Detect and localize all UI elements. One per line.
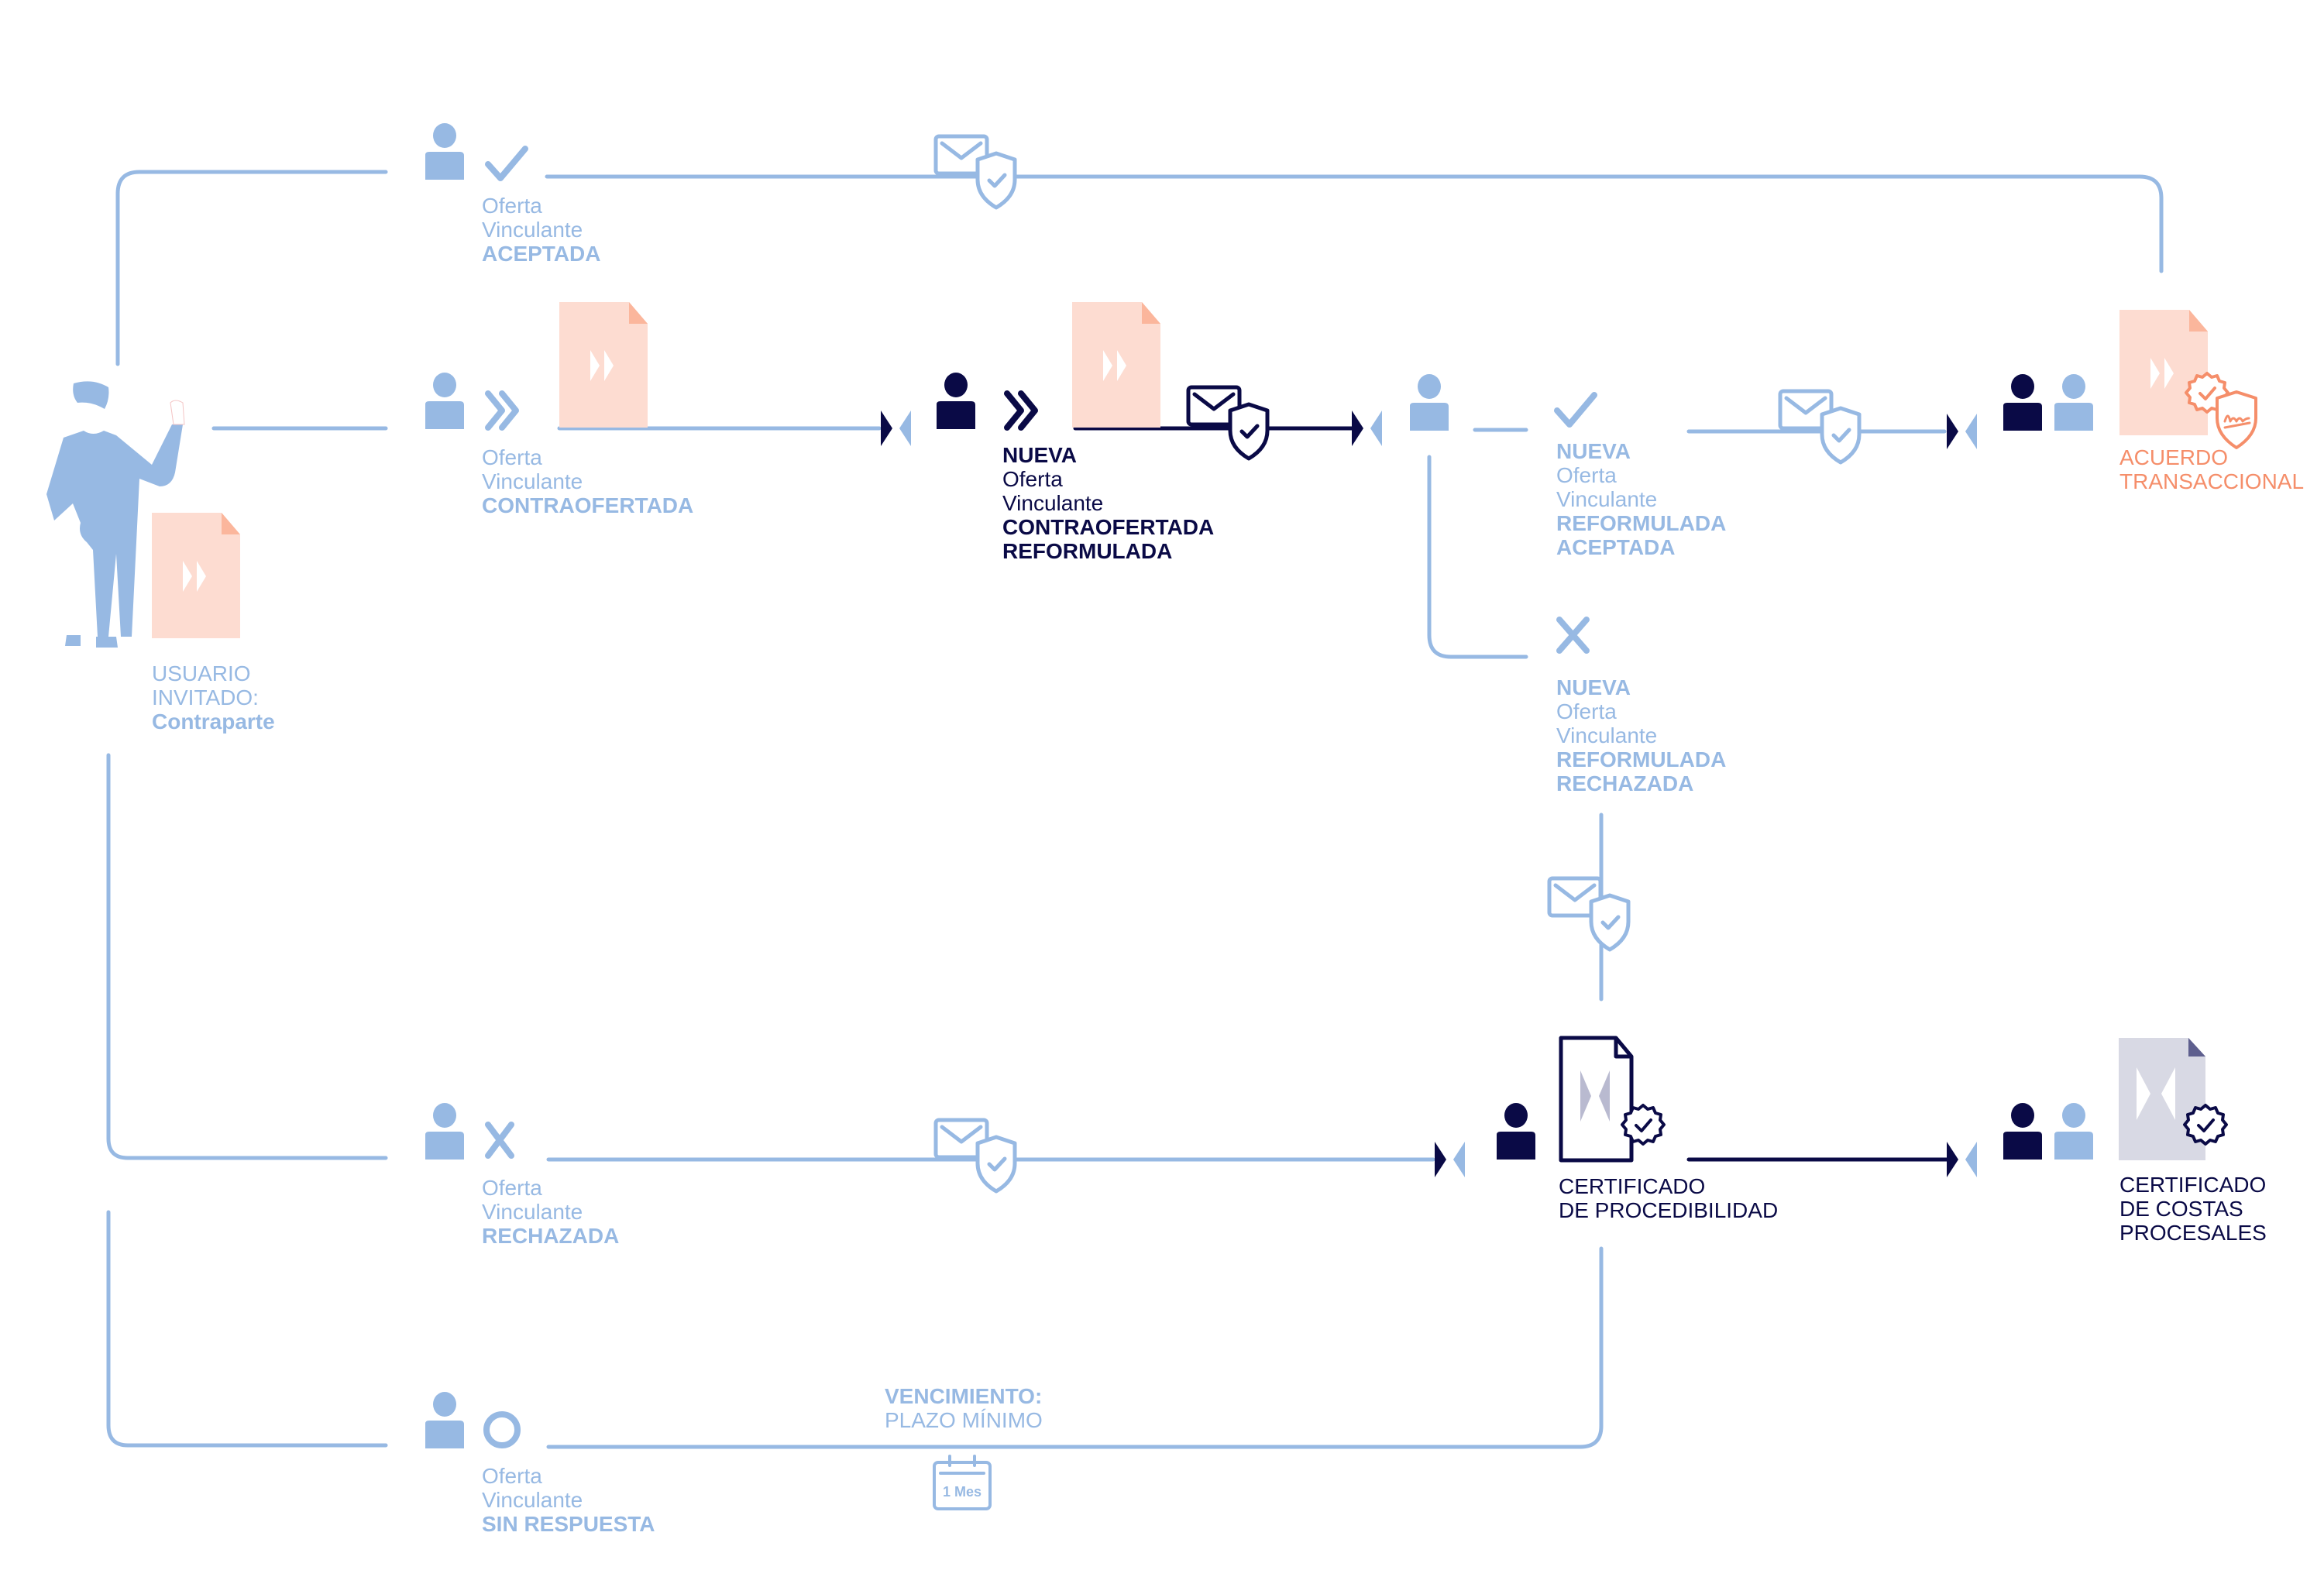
node-rechazada-label: Oferta Vinculante RECHAZADA: [482, 1176, 620, 1248]
actor-label: USUARIO INVITADO: Contraparte: [152, 661, 275, 734]
document-icon: [1072, 302, 1160, 428]
outcome-acuerdo-label: ACUERDO TRANSACCIONAL: [2119, 445, 2305, 493]
connector-aceptada-out: [545, 174, 2164, 273]
meeting-marker-4: [1435, 1142, 1465, 1177]
meeting-marker-3: [1947, 414, 1977, 449]
mail-shield-icon: [1780, 391, 1859, 462]
mail-shield-icon: [1549, 878, 1628, 950]
double-chevron-icon: [1007, 393, 1035, 428]
meeting-marker-5: [1947, 1142, 1977, 1177]
person-icon: [2003, 374, 2042, 431]
meeting-marker-1: [881, 411, 911, 446]
calendar-icon: [933, 1455, 992, 1510]
deadline-label: VENCIMIENTO: PLAZO MÍNIMO: [885, 1384, 1043, 1432]
person-icon: [425, 1103, 464, 1160]
connector-sinrespuesta-out: [546, 1246, 1604, 1449]
person-icon: [1497, 1103, 1535, 1160]
document-icon: [559, 302, 648, 428]
node-reformulada-aceptada-label: NUEVA Oferta Vinculante REFORMULADA ACEP…: [1556, 439, 1727, 559]
connector-reformulada-rechazada: [1427, 455, 1528, 659]
check-icon: [485, 146, 528, 181]
node-reformulada-rechazada-label: NUEVA Oferta Vinculante REFORMULADA RECH…: [1556, 675, 1727, 795]
agreement-document-icon: [2119, 310, 2208, 435]
person-icon: [425, 1392, 464, 1448]
node-sin-respuesta-label: Oferta Vinculante SIN RESPUESTA: [482, 1464, 655, 1536]
costs-certificate-document-icon: [2119, 1038, 2205, 1160]
check-icon: [1554, 392, 1597, 428]
x-icon: [485, 1122, 514, 1159]
person-icon: [2054, 1103, 2093, 1160]
connector-aceptada-in: [115, 170, 388, 366]
node-contraofertada-label: Oferta Vinculante CONTRAOFERTADA: [482, 445, 694, 517]
x-icon: [1556, 617, 1590, 654]
mail-shield-icon: [936, 1120, 1015, 1191]
person-icon: [425, 123, 464, 180]
actor-document-icon: [152, 513, 240, 638]
node-nueva-contraofertada-label: NUEVA Oferta Vinculante CONTRAOFERTADA R…: [1002, 443, 1215, 563]
circle-icon: [483, 1411, 521, 1448]
calendar-label: 1 Mes: [943, 1484, 982, 1500]
outcome-procedibilidad-label: CERTIFICADO DE PROCEDIBILIDAD: [1559, 1174, 1779, 1222]
double-chevron-icon: [488, 393, 516, 428]
waving-person-figure: [46, 381, 185, 648]
connector-rechazada-in: [106, 753, 388, 1160]
mail-shield-icon: [936, 136, 1015, 208]
person-icon: [937, 373, 975, 429]
person-icon: [2003, 1103, 2042, 1160]
person-icon: [1410, 374, 1449, 431]
person-icon: [425, 373, 464, 429]
outcome-costas-label: CERTIFICADO DE COSTAS PROCESALES: [2119, 1173, 2267, 1245]
certificate-document-icon: [1559, 1036, 1634, 1163]
person-icon: [2054, 374, 2093, 431]
node-aceptada-label: Oferta Vinculante ACEPTADA: [482, 194, 601, 266]
connector-sinrespuesta-in: [106, 1210, 388, 1448]
meeting-marker-2: [1352, 411, 1382, 446]
signature-shield-icon: [2216, 390, 2257, 449]
